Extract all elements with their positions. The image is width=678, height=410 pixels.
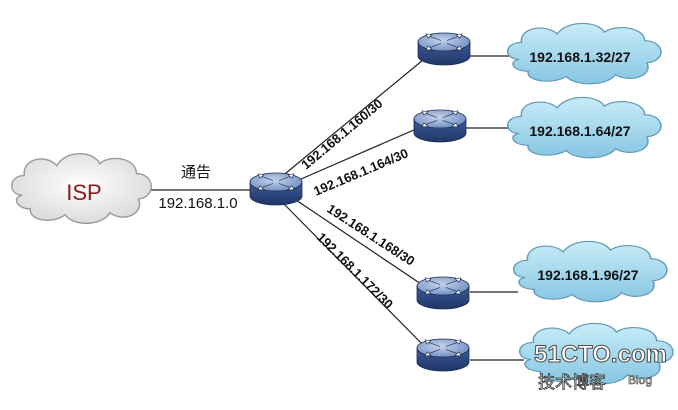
advertise-label: 通告 [181,164,211,181]
link-line-4 [281,201,431,353]
branch-router-icon-3 [416,276,470,310]
branch-router-icon-1 [417,32,471,66]
lan-network-label-2: 192.168.1.64/27 [529,123,630,139]
advertised-network-label: 192.168.1.0 [158,195,237,212]
lan-network-label-1: 192.168.1.32/27 [529,49,630,65]
watermark: 51CTO.com 技术博客 Blog [534,341,668,393]
branch-router-icon-2 [413,109,467,143]
watermark-site: 51CTO.com [534,341,667,368]
branch-router-icon-4 [416,338,470,372]
link-line-2 [284,125,424,187]
isp-label: ISP [66,180,101,205]
core-router-icon [249,172,303,206]
link-line-3 [289,195,431,291]
watermark-blog: Blog [628,373,652,387]
link-line-1 [279,59,424,179]
watermark-text: 技术博客 [538,373,606,392]
lan-network-label-3: 192.168.1.96/27 [537,267,638,283]
